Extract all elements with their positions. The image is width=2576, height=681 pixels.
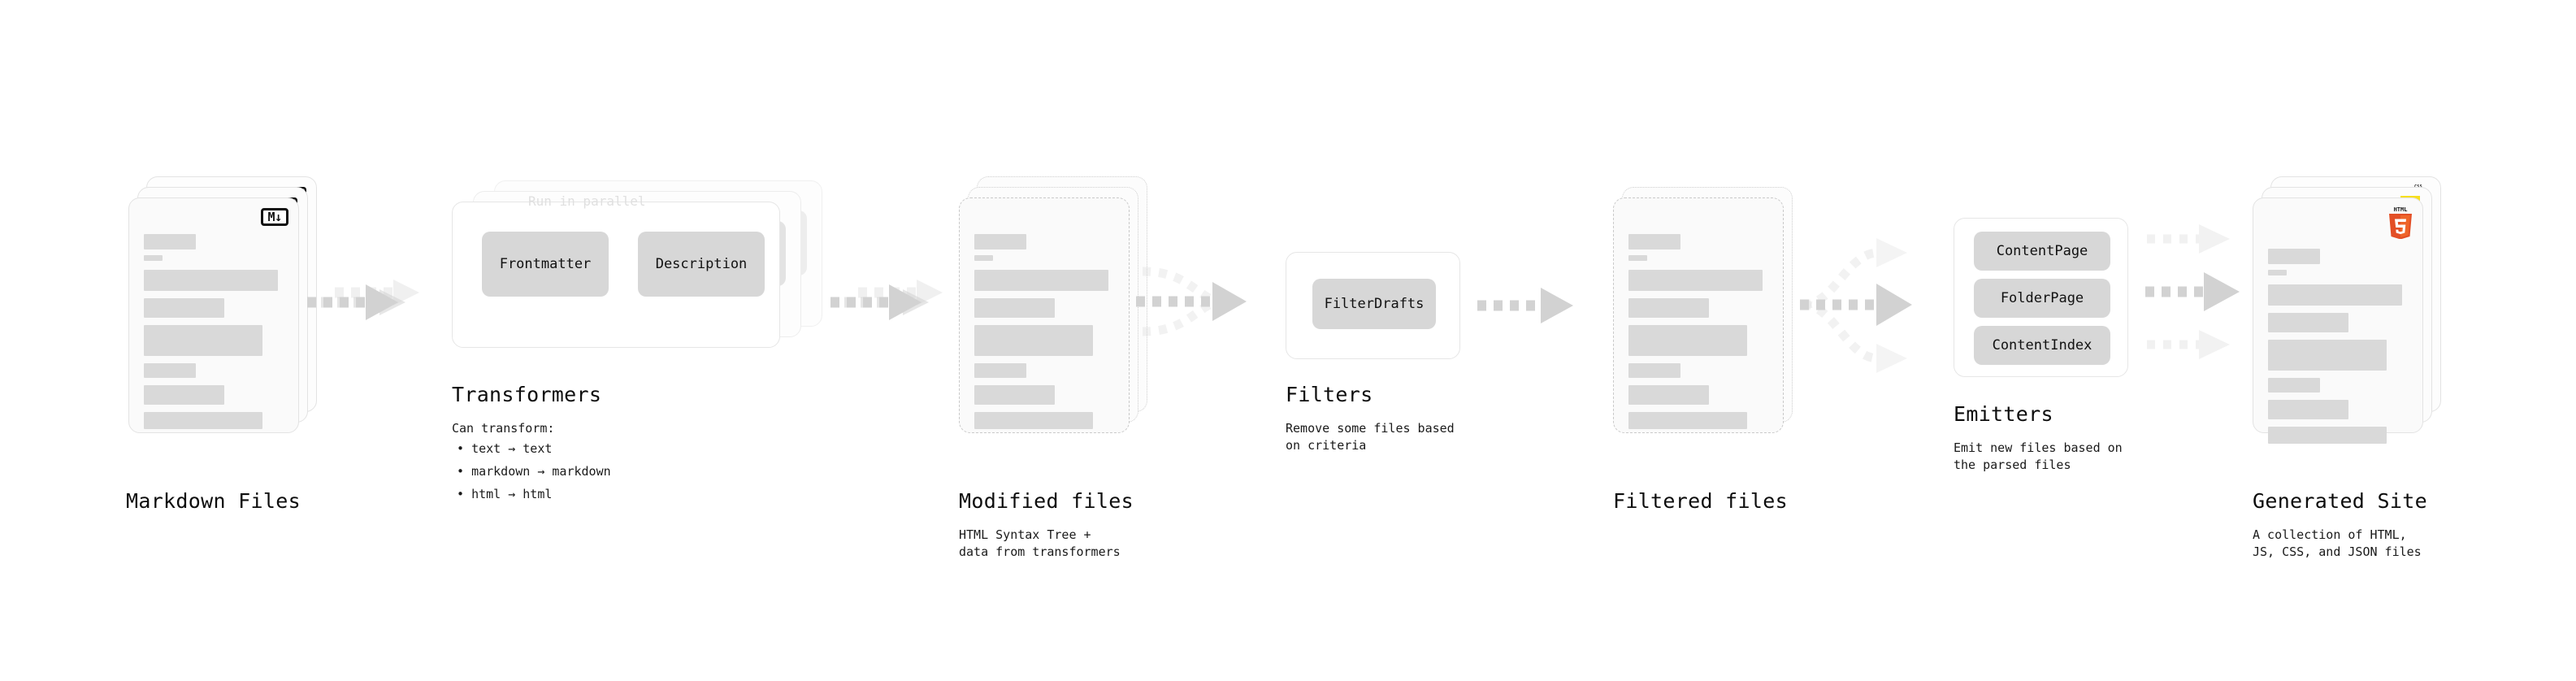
filtered-file-front	[1613, 197, 1784, 433]
doc-bar	[144, 255, 163, 261]
doc-bar	[2268, 270, 2287, 275]
emitters-card: ContentPage FolderPage ContentIndex	[1954, 218, 2128, 377]
doc-bar	[1628, 325, 1747, 356]
stage-label-transformers: Transformers	[452, 383, 602, 406]
doc-bar	[144, 385, 224, 405]
doc-bar	[974, 325, 1093, 356]
doc-bar	[2268, 284, 2402, 306]
doc-bar	[144, 234, 196, 249]
annotation-run-in-parallel: Run in parallel	[528, 193, 646, 209]
doc-bar	[974, 234, 1026, 249]
doc-bar	[974, 385, 1055, 405]
stage-label-modified-files: Modified files	[959, 489, 1134, 513]
markdown-icon: M↓	[261, 208, 288, 226]
doc-bar	[1628, 385, 1709, 405]
generated-site-description: A collection of HTML, JS, CSS, and JSON …	[2253, 527, 2422, 559]
stage-label-filtered-files: Filtered files	[1613, 489, 1788, 513]
doc-bar	[1628, 412, 1747, 429]
doc-content-placeholder	[974, 234, 1114, 435]
doc-bar	[2268, 427, 2387, 444]
doc-content-placeholder	[1628, 234, 1768, 435]
doc-content-placeholder	[2268, 249, 2408, 449]
modified-file-front	[959, 197, 1130, 433]
doc-bar	[974, 412, 1093, 429]
emitter-chip-folderpage[interactable]: FolderPage	[1974, 279, 2110, 318]
html5-icon: HTML	[2387, 205, 2414, 242]
doc-bar	[2268, 340, 2387, 371]
doc-bar	[2268, 313, 2348, 332]
stage-label-markdown-files: Markdown Files	[126, 489, 301, 513]
doc-bar	[1628, 298, 1709, 318]
doc-bar	[144, 325, 262, 356]
doc-content-placeholder	[144, 234, 284, 435]
doc-bar	[144, 298, 224, 318]
doc-bar	[1628, 255, 1647, 261]
doc-bar	[1628, 234, 1680, 249]
filters-card: FilterDrafts	[1286, 252, 1460, 359]
doc-bar	[1628, 270, 1763, 291]
doc-bar	[144, 270, 278, 291]
stage-label-filters: Filters	[1286, 383, 1373, 406]
generated-file-html: HTML	[2253, 197, 2423, 444]
transformers-bullet-0: • text → text	[457, 441, 553, 456]
connector-transformers-to-modified	[830, 280, 943, 320]
doc-bar	[144, 412, 262, 429]
connector-filters-to-filtered	[1477, 288, 1573, 323]
doc-bar	[974, 298, 1055, 318]
doc-bar	[974, 363, 1026, 378]
transformers-bullet-1: • markdown → markdown	[457, 464, 611, 479]
svg-text:HTML: HTML	[2394, 206, 2408, 213]
emitters-description: Emit new files based on the parsed files	[1954, 440, 2123, 472]
transformers-card: Frontmatter Description	[452, 202, 780, 348]
doc-bar	[2268, 378, 2320, 393]
transformers-bullet-2: • html → html	[457, 487, 553, 501]
connector-modified-to-filters-merge	[1136, 267, 1247, 336]
transformer-chip-frontmatter[interactable]: Frontmatter	[482, 232, 609, 297]
markdown-file-front: M↓	[128, 197, 299, 433]
filter-chip-filterdrafts[interactable]: FilterDrafts	[1312, 279, 1436, 329]
emitter-chip-contentpage[interactable]: ContentPage	[1974, 232, 2110, 271]
transformers-description: Can transform:	[452, 421, 555, 436]
transformer-chip-description[interactable]: Description	[638, 232, 765, 297]
doc-bar	[2268, 400, 2348, 419]
filters-description: Remove some files based on criteria	[1286, 421, 1455, 453]
connector-filtered-to-emitters-fork	[1800, 238, 1912, 373]
stage-label-emitters: Emitters	[1954, 402, 2053, 426]
doc-bar	[974, 270, 1108, 291]
connector-emitters-to-site	[2145, 224, 2240, 359]
modified-files-description: HTML Syntax Tree + data from transformer…	[959, 527, 1121, 559]
doc-bar	[144, 363, 196, 378]
stage-transformers: x x x x Frontmatter Description	[452, 180, 826, 356]
doc-bar	[2268, 249, 2320, 264]
connector-md-to-transformers	[307, 280, 419, 320]
doc-bar	[1628, 363, 1680, 378]
emitter-chip-contentindex[interactable]: ContentIndex	[1974, 326, 2110, 365]
stage-label-generated-site: Generated Site	[2253, 489, 2427, 513]
doc-bar	[974, 255, 993, 261]
